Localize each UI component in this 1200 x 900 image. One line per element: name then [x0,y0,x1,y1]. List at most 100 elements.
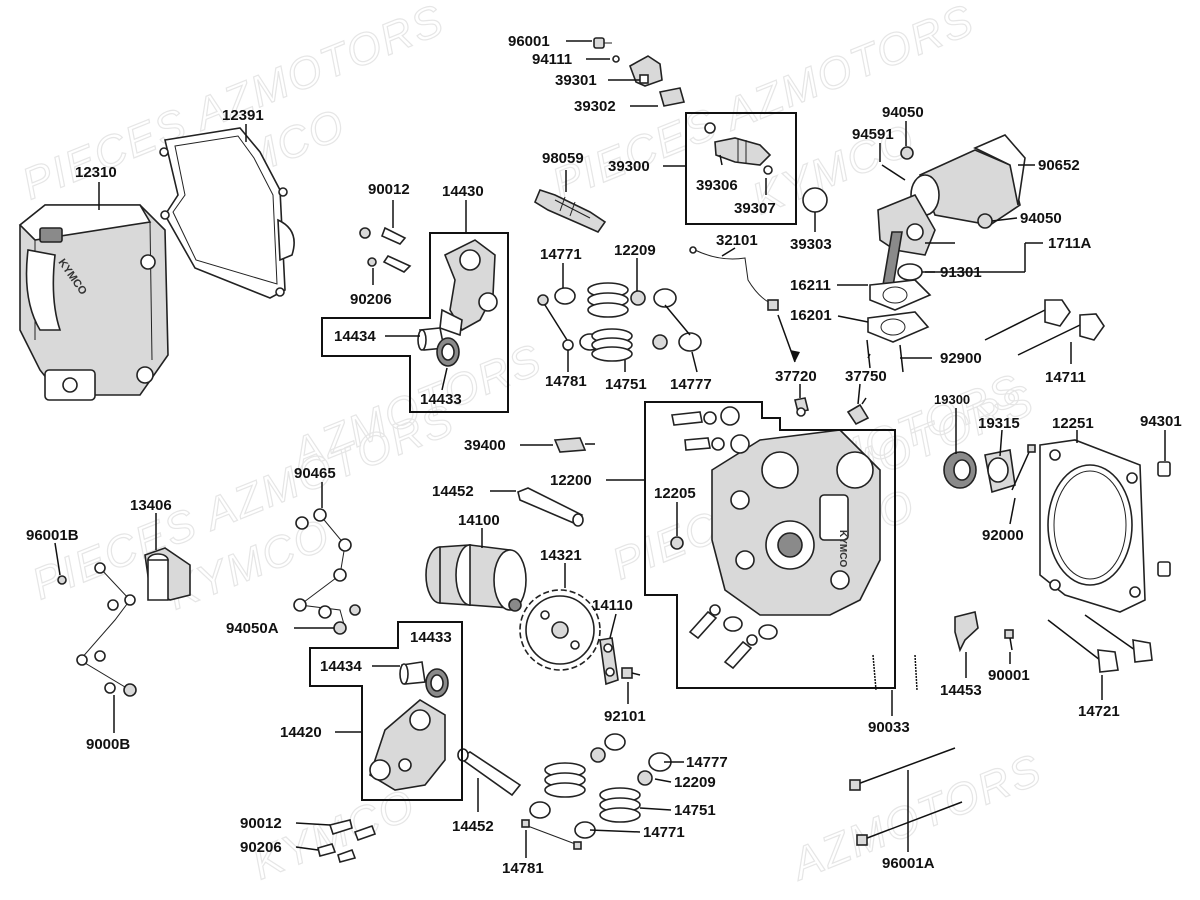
part-label-1711A: 1711A [1048,235,1092,252]
part-label-90012-top: 90012 [368,181,410,198]
cylinder-head-cover: KYMCO [18,204,169,401]
intake-valves [984,299,1105,356]
long-bolts-96001A [849,747,963,846]
part-label-14711: 14711 [1045,369,1086,386]
part-label-39301: 39301 [555,72,597,89]
part-label-92000: 92000 [982,527,1024,544]
sensor-37750 [846,397,870,426]
tensioner-19315 [984,444,1036,494]
part-label-90206-top: 90206 [350,291,392,308]
part-label-14434-top: 14434 [334,328,376,345]
part-label-32101: 32101 [716,232,758,249]
part-label-14433-bot: 14433 [410,629,452,646]
part-label-39300: 39300 [608,158,650,175]
nut-94050-mid [977,213,993,229]
rocker-shaft-14434-bot [399,661,426,685]
part-label-92101: 92101 [604,708,646,725]
part-label-94301: 94301 [1140,413,1182,430]
part-label-39307: 39307 [734,200,776,217]
cam-sprocket [519,589,601,671]
part-label-14430: 14430 [442,183,484,200]
rocker-shaft-14452-top [517,487,584,527]
part-label-96001A: 96001A [882,855,935,872]
part-label-39306: 39306 [696,177,738,194]
part-label-14771-bot: 14771 [643,824,685,841]
sensor-harness [689,246,800,363]
part-label-14452-bot: 14452 [452,818,494,835]
part-label-9000B: 9000B [86,736,130,753]
nut-94050-top [900,146,914,160]
part-label-16211: 16211 [790,277,831,294]
part-label-16201: 16201 [790,307,832,324]
camshaft [425,544,527,612]
part-label-14777-bot: 14777 [686,754,728,771]
cylinder-gasket-12251 [1039,439,1146,613]
o-ring-39303 [802,187,828,213]
part-label-14321: 14321 [540,547,582,564]
part-label-14751-top: 14751 [605,376,647,393]
part-label-14452-top: 14452 [432,483,474,500]
part-label-13406: 13406 [130,497,172,514]
part-label-96001B: 96001B [26,527,79,544]
group-box-14430 [321,232,509,413]
group-box-39300 [685,112,797,225]
insulator-16211 [869,279,932,311]
part-label-14100: 14100 [458,512,500,529]
part-label-94591: 94591 [852,126,894,143]
part-label-90465: 90465 [294,465,336,482]
part-label-12209-top: 12209 [614,242,656,259]
part-label-14781-top: 14781 [545,373,587,390]
part-label-12251: 12251 [1052,415,1094,432]
chain-guide-14453 [954,611,979,653]
part-label-90033: 90033 [868,719,910,736]
sensor-37720 [794,397,809,417]
valve-springs-top [537,282,702,362]
adjust-screws-bot [317,819,377,863]
part-label-14751-bot: 14751 [674,802,716,819]
part-label-14420: 14420 [280,724,322,741]
part-label-12391: 12391 [222,107,264,124]
part-label-98059: 98059 [542,150,584,167]
part-label-12205: 12205 [654,485,696,502]
cam-chain-link [293,508,361,635]
group-box-14420 [309,621,463,801]
part-label-12209-bot: 12209 [674,774,716,791]
spark-plug [533,189,607,233]
rocker-shaft-14452-bot [457,748,522,797]
leader-lines [54,40,1166,858]
bracket-13406 [57,547,191,697]
part-label-39400: 39400 [464,437,506,454]
part-label-19300: 19300 [934,392,970,407]
bolt-90001 [1004,629,1014,651]
part-label-12200: 12200 [550,472,592,489]
bolt-92101 [621,667,641,679]
part-label-91301: 91301 [940,264,982,281]
group-box-12200 [644,401,896,689]
part-label-37720: 37720 [775,368,817,385]
o-ring-91301 [897,263,923,281]
part-number-labels: 96001 94111 39301 39302 12391 94050 9459… [26,33,1182,877]
decompressor [599,637,619,686]
valve-springs-bot [521,733,672,850]
cylinder-head: KYMCO [670,406,881,670]
part-label-96001: 96001 [508,33,550,50]
part-label-94050-top: 94050 [882,104,924,121]
part-label-12310: 12310 [75,164,117,181]
fuel-injector [704,122,773,175]
part-label-14434-bot: 14434 [320,658,362,675]
part-label-14777-top: 14777 [670,376,712,393]
rocker-arm-14420 [369,699,446,791]
part-label-39302: 39302 [574,98,616,115]
part-label-14453: 14453 [940,682,982,699]
injector-holder-parts [593,37,686,107]
part-label-90652: 90652 [1038,157,1080,174]
part-label-14433-top: 14433 [420,391,462,408]
part-label-90001: 90001 [988,667,1030,684]
part-label-90012-bot: 90012 [240,815,282,832]
part-label-92900: 92900 [940,350,982,367]
cover-gasket [159,127,295,299]
exhaust-valves [1047,614,1153,673]
part-label-14781-bot: 14781 [502,860,544,877]
part-label-14771-top: 14771 [540,246,582,263]
